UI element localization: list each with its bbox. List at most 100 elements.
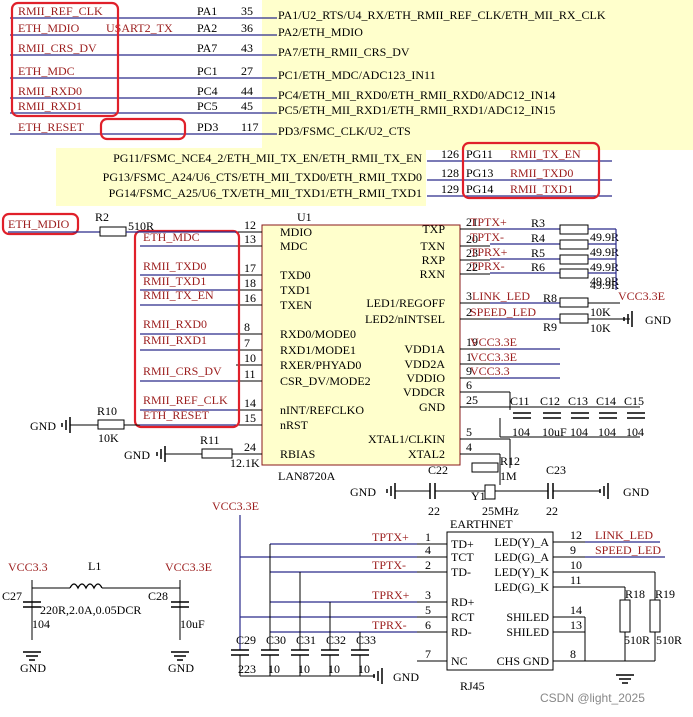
rj45-pin-number: 14 [570, 603, 582, 617]
resistor-r18 [619, 599, 631, 633]
phy-pin-number: 25 [466, 393, 478, 407]
net-label-rj45: TPRX+ [372, 588, 410, 602]
net-label-rmii_rxd0: RMII_RXD0 [18, 84, 82, 98]
phy-pin-number: 2 [466, 305, 472, 319]
gnd-r11 [156, 446, 166, 462]
phy-pin-number: 17 [244, 261, 256, 275]
phy-pin-name: CSR_DV/MODE2 [280, 374, 371, 388]
resistor-r11 [201, 448, 233, 459]
cap-ref: C14 [596, 394, 616, 408]
phy-pin-number: 3 [466, 289, 472, 303]
mcu-pin-function: PC1/ETH_MDC/ADC123_IN11 [278, 68, 436, 82]
rj45-part-number: RJ45 [460, 679, 485, 693]
net-label-rmii-ref-clk: RMII_REF_CLK [143, 393, 228, 407]
rj45-pin-name: RCT [451, 610, 475, 624]
gnd-xtal-r [599, 483, 609, 499]
phy-pin-name: VDDIO [406, 371, 445, 385]
resistor-r5 [559, 254, 589, 265]
mcu-pin-name: PG14 [466, 182, 493, 196]
r19-ref: R19 [655, 587, 675, 601]
rj45-pin-name: LED(G)_A [494, 550, 549, 564]
inductor-l1 [69, 583, 103, 590]
mcu-pin-function: PG13/FSMC_A24/U6_CTS/ETH_MII_TXD0/ETH_RM… [103, 170, 422, 184]
resistor-r19 [649, 599, 661, 633]
rj45-pin-name: LED(G)_K [494, 580, 549, 594]
y1-value: 25MHz [482, 504, 519, 518]
gnd-label: GND [20, 661, 46, 675]
c23-ref: C23 [546, 463, 566, 477]
rj45-pin-number: 12 [570, 528, 582, 542]
r11-value: 12.1K [230, 456, 260, 470]
mcu-pin-number: 36 [241, 21, 253, 35]
mcu-pin-number: 126 [441, 147, 459, 161]
capacitor-c27 [23, 601, 41, 608]
resistor-ref: R4 [531, 231, 545, 245]
l1-value: 220R,2.0A,0.05DCR [40, 603, 141, 617]
vcc33e-label: VCC3.3E [212, 499, 259, 513]
net-label-rmii_crs_dv: RMII_CRS_DV [18, 41, 97, 55]
mcu-pin-number: 128 [441, 166, 459, 180]
highlight-phy-left [133, 229, 241, 429]
rj45-pin-number: 5 [425, 603, 431, 617]
net-label-rj45: TPRX- [372, 618, 407, 632]
phy-pin-number: 20 [466, 232, 478, 246]
phy-pin-number: 22 [466, 260, 478, 274]
r2-ref: R2 [95, 210, 109, 224]
cap-value: 10 [268, 662, 280, 676]
resistor-value: 49.9R [590, 245, 619, 259]
phy-pin-name: nRST [280, 418, 309, 432]
phy-pin-number: 11 [244, 367, 256, 381]
capacitor-c15 [627, 412, 645, 419]
phy-pin-name: MDIO [280, 225, 312, 239]
net-label-tprx-: TPRX+ [470, 245, 508, 259]
net-label-rmii-tx-en: RMII_TX_EN [143, 288, 214, 302]
rj45-pin-name: RD+ [451, 595, 475, 609]
resistor-r10 [97, 419, 125, 430]
mcu-pin-number: 27 [241, 64, 253, 78]
phy-pin-number: 1 [466, 350, 472, 364]
mcu-pin-number: 45 [241, 99, 253, 113]
c22-value: 22 [428, 504, 440, 518]
capacitor-c13 [571, 412, 589, 419]
gnd-label: GND [168, 661, 194, 675]
phy-pin-name: LED1/REGOFF [366, 296, 445, 310]
capacitor-c11 [513, 412, 531, 419]
vcc33-label: VCC3.3 [8, 560, 48, 574]
cap-value: 10 [328, 662, 340, 676]
phy-pin-number: 18 [244, 276, 256, 290]
cap-ref: C13 [568, 394, 588, 408]
net-label-link-led: LINK_LED [472, 289, 530, 303]
net-label-rmii_tx_en: RMII_TX_EN [510, 147, 581, 161]
rj45-pin-number: 7 [425, 647, 431, 661]
rj45-pin-name: TD- [451, 565, 471, 579]
watermark: CSDN @light_2025 [540, 691, 645, 705]
rj45-pin-name: TCT [451, 550, 474, 564]
mcu-pin-name: PC4 [197, 84, 218, 98]
c23-value: 22 [546, 504, 558, 518]
gnd-r10 [61, 417, 71, 433]
net-label-tptx-: TPTX+ [470, 215, 507, 229]
net-label-alt: USART2_TX [106, 21, 173, 35]
phy-pin-number: 19 [466, 335, 478, 349]
net-label-tprx-: TPRX- [470, 259, 505, 273]
net-label-rj45: TPTX+ [372, 530, 409, 544]
r8-value: 10K [590, 305, 611, 319]
gnd-caps-rj [373, 668, 383, 684]
phy-pin-name: LED2/nINTSEL [365, 312, 445, 326]
resistor-r3 [559, 224, 589, 235]
net-label-rmii-crs-dv: RMII_CRS_DV [143, 364, 222, 378]
phy-pin-name: TXD1 [280, 283, 311, 297]
phy-pin-number: 23 [466, 246, 478, 260]
phy-pin-name: TXEN [280, 298, 312, 312]
c28-value: 10uF [180, 617, 205, 631]
capacitor-c30 [261, 649, 279, 656]
mcu-pin-number: 44 [241, 84, 253, 98]
vcc33e-label: VCC3.3E [618, 289, 665, 303]
cap-ref: C15 [624, 394, 644, 408]
net-label-vcc: VCC3.3 [470, 364, 510, 378]
capacitor-c14 [599, 412, 617, 419]
phy-chip [261, 224, 461, 466]
resistor-r9 [559, 313, 589, 324]
gnd-label: GND [350, 485, 376, 499]
cap-value: 104 [598, 425, 616, 439]
